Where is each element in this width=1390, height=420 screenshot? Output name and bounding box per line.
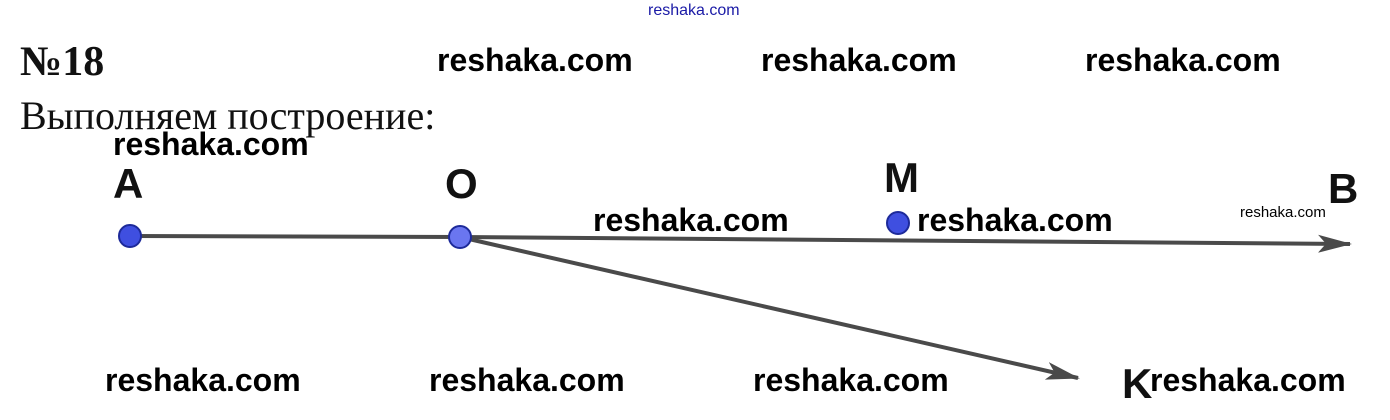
- watermark-bottom-1: reshaka.com: [105, 362, 301, 398]
- watermark-mid-2: reshaka.com: [917, 202, 1113, 238]
- segment-ao: [129, 234, 461, 239]
- problem-number: №18: [20, 39, 105, 85]
- watermark-bottom-2: reshaka.com: [429, 362, 625, 398]
- label-o: O: [445, 160, 478, 207]
- watermark-bottom-3: reshaka.com: [753, 362, 949, 398]
- instruction-text: Выполняем построение:: [20, 93, 436, 138]
- label-k: K: [1122, 360, 1152, 407]
- point-a: [118, 224, 142, 248]
- watermark-bottom-4: reshaka.com: [1150, 362, 1346, 398]
- ray-ob: [459, 234, 1352, 253]
- ray-ok: [459, 235, 1080, 380]
- point-m: [886, 211, 910, 235]
- watermark-header-3: reshaka.com: [1085, 42, 1281, 78]
- point-o: [448, 225, 472, 249]
- label-a: A: [113, 160, 143, 207]
- watermark-mid-1: reshaka.com: [593, 202, 789, 238]
- watermark-top-link[interactable]: reshaka.com: [648, 2, 740, 19]
- watermark-small-right: reshaka.com: [1240, 204, 1326, 221]
- watermark-header-2: reshaka.com: [761, 42, 957, 78]
- watermark-header-1: reshaka.com: [437, 42, 633, 78]
- watermark-under-title: reshaka.com: [113, 126, 309, 162]
- label-m: M: [884, 154, 919, 201]
- label-b: B: [1328, 165, 1358, 212]
